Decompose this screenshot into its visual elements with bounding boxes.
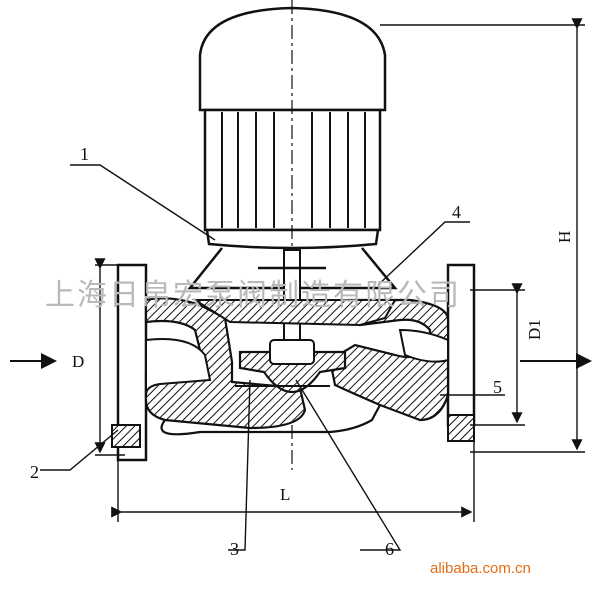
part-label-1: 1 [80, 144, 89, 164]
casing-bottom [160, 404, 381, 436]
outlet-passage [398, 328, 449, 363]
part-label-5: 5 [493, 377, 502, 397]
leader-1 [70, 164, 216, 241]
dim-label-l: L [280, 485, 290, 504]
pump-cover [191, 299, 397, 327]
part-label-3: 3 [230, 539, 239, 559]
leader-6 [295, 379, 402, 551]
company-watermark: 上海日帛宏泵阀制造有限公司 [45, 278, 461, 313]
impeller-nut [269, 339, 315, 365]
leader-3 [228, 379, 251, 551]
casing-inlet-wall [144, 297, 307, 430]
inlet-flange-bolt [111, 424, 141, 448]
part-label-2: 2 [30, 462, 39, 482]
outlet-flange-bolt [447, 414, 475, 442]
leader-4 [377, 221, 470, 286]
inlet-passage [145, 338, 212, 396]
part-label-6: 6 [385, 539, 394, 559]
pump-casing [111, 263, 476, 462]
dim-label-d1: D1 [525, 319, 544, 340]
dim-label-d: D [72, 352, 84, 371]
casing-outlet-wall [328, 298, 450, 422]
dim-label-h: H [555, 231, 574, 243]
leader-2 [40, 429, 119, 471]
impeller [238, 350, 347, 394]
alibaba-watermark: alibaba.com.cn [430, 560, 531, 577]
cooling-fins [221, 112, 366, 228]
part-label-4: 4 [452, 202, 461, 222]
